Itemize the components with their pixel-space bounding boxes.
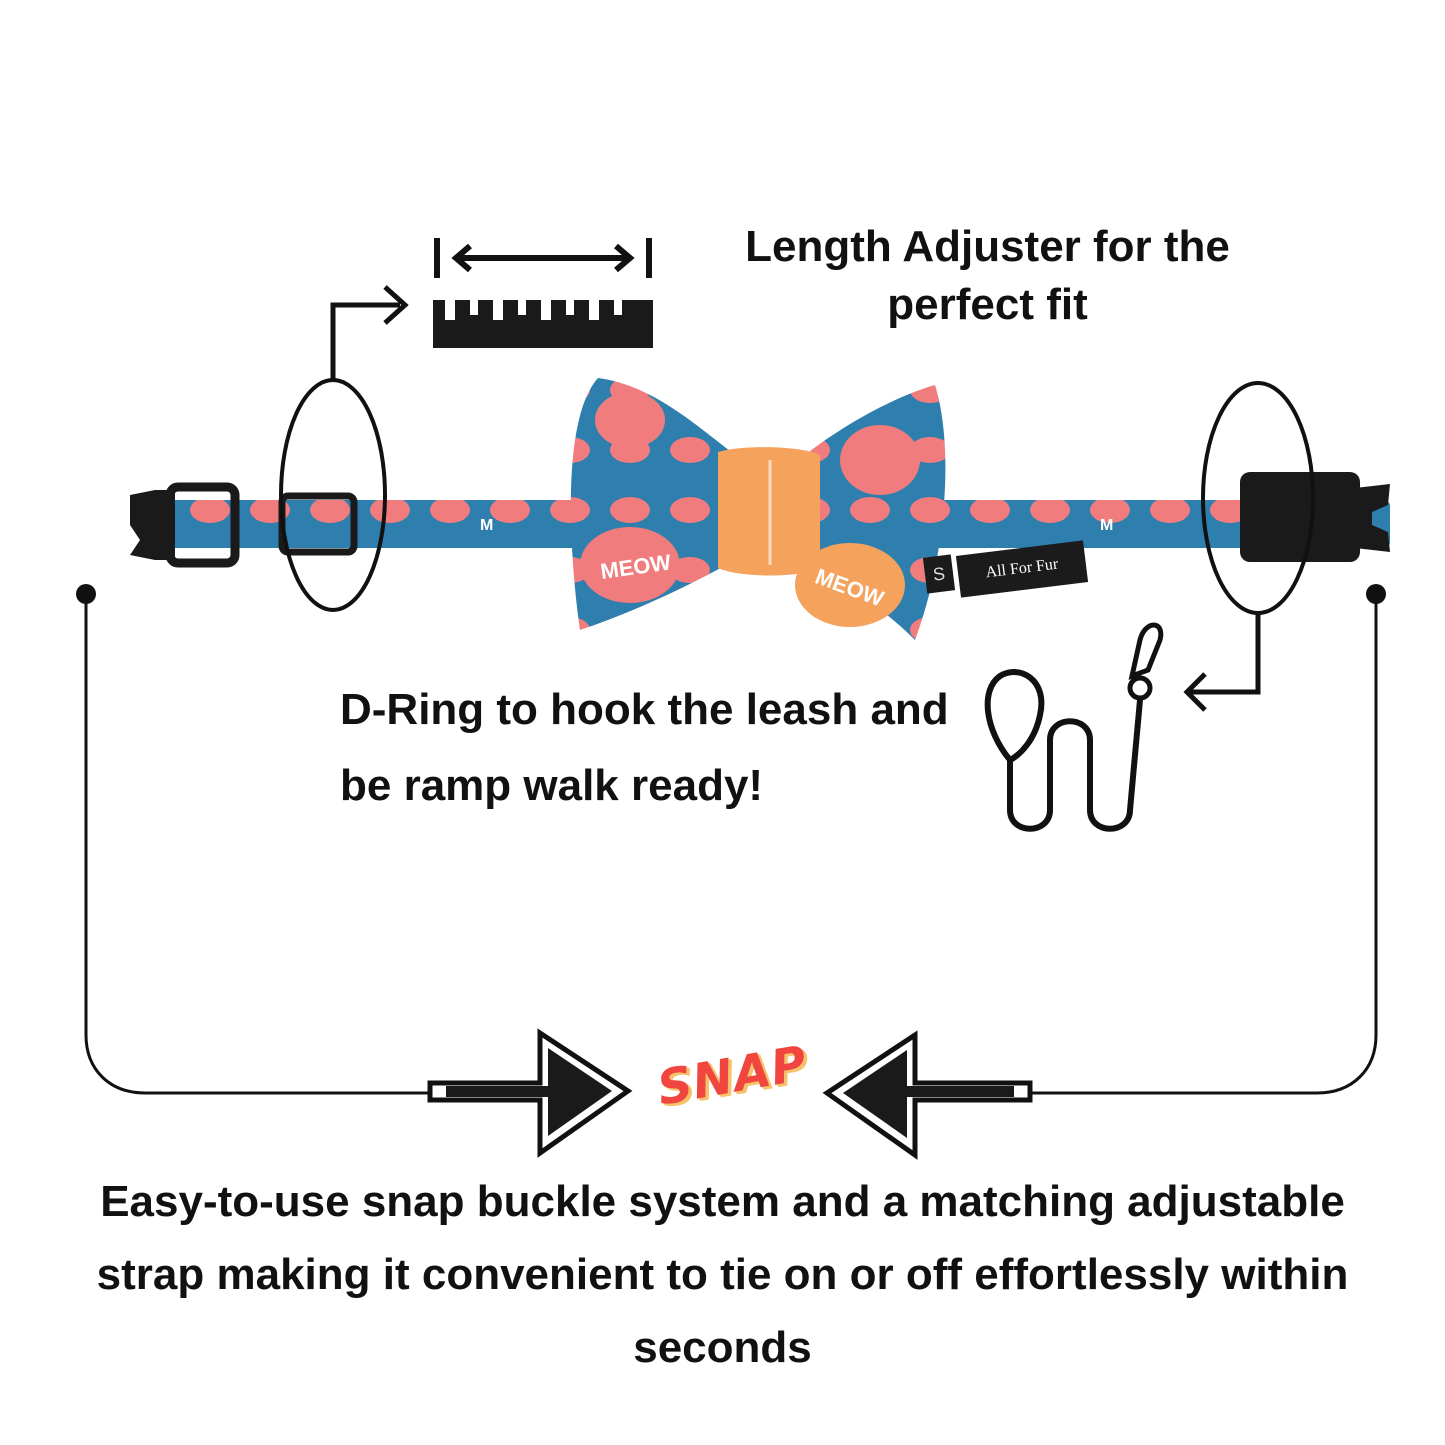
snap-buckle-callout: Easy-to-use snap buckle system and a mat… bbox=[96, 1177, 1349, 1372]
leash-icon bbox=[984, 622, 1164, 832]
bent-arrow-icon bbox=[330, 285, 409, 380]
arrow-to-leash-icon bbox=[1183, 613, 1261, 712]
buckle-female bbox=[130, 482, 240, 568]
connector-lines bbox=[76, 584, 1386, 1095]
size-label-tag: S bbox=[922, 554, 956, 594]
ruler-icon bbox=[433, 238, 653, 348]
double-arrow-icon bbox=[451, 243, 635, 273]
arrow-right-icon bbox=[427, 1028, 633, 1158]
buckle-male bbox=[1240, 472, 1390, 562]
arrow-left-icon bbox=[822, 1030, 1033, 1160]
svg-text:M: M bbox=[480, 517, 493, 534]
d-ring-callout: D-Ring to hook the leash and be ramp wal… bbox=[340, 685, 949, 810]
adjuster-highlight-ellipse bbox=[279, 378, 387, 612]
length-adjuster-callout: Length Adjuster for the perfect fit bbox=[745, 222, 1230, 329]
bow-tie: MEOW MEOW bbox=[570, 378, 946, 640]
svg-text:M: M bbox=[1100, 517, 1113, 534]
